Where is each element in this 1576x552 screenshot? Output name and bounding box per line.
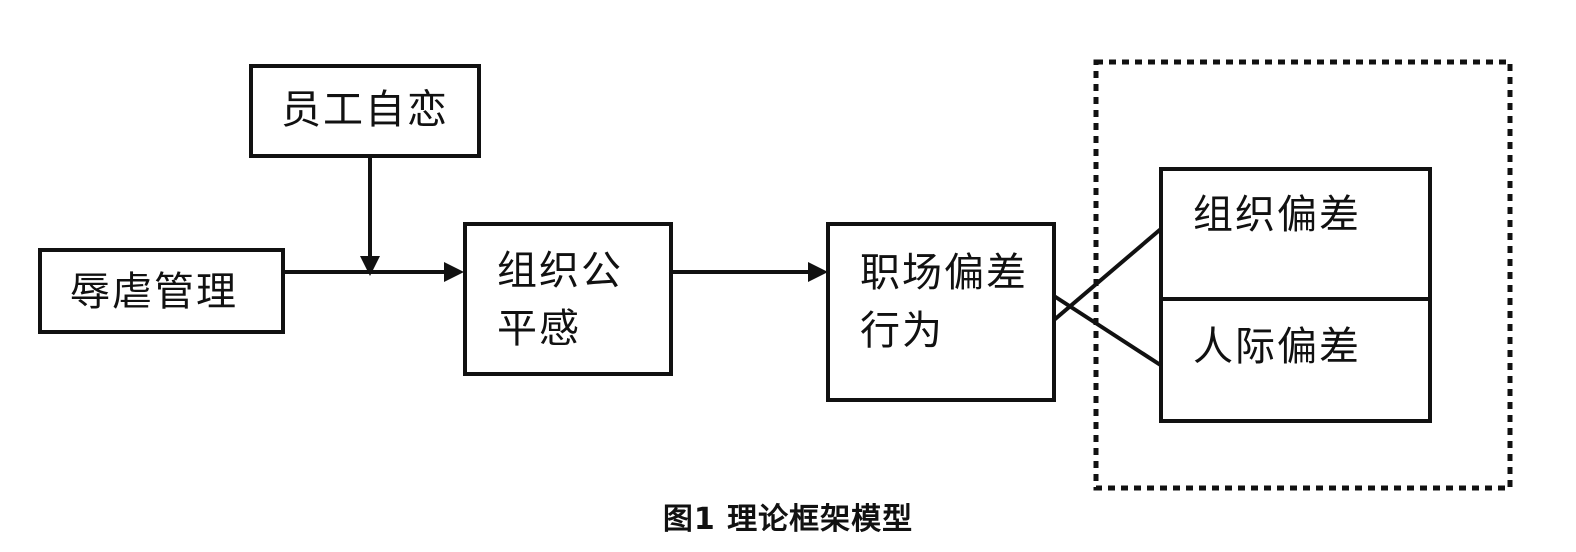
node-abusive-supervision: 辱虐管理 [38, 248, 285, 334]
node-interpersonal-deviance: 人际偏差 [1159, 297, 1432, 423]
outcome-group-dotted-border [1093, 59, 1513, 491]
node-employee-narcissism: 员工自恋 [249, 64, 481, 158]
node-interpersonal-deviance-label: 人际偏差 [1193, 324, 1361, 370]
node-workplace-deviance-line1: 职场偏差 [860, 250, 1028, 296]
node-organizational-fairness-line1: 组织公 [497, 248, 623, 294]
node-abusive-supervision-label: 辱虐管理 [70, 269, 238, 315]
node-workplace-deviance-label: 职场偏差 行为 [860, 244, 1028, 360]
node-organizational-deviance: 组织偏差 [1159, 167, 1432, 301]
node-workplace-deviance-line2: 行为 [860, 308, 944, 354]
node-employee-narcissism-label: 员工自恋 [281, 87, 449, 133]
node-organizational-fairness: 组织公 平感 [463, 222, 673, 376]
node-workplace-deviance: 职场偏差 行为 [826, 222, 1056, 402]
arrow-fairness-to-deviance-head [808, 262, 828, 282]
link-deviance-to-interpersonal-deviance [1052, 294, 1164, 368]
moderator-arrowhead [360, 256, 380, 276]
node-organizational-deviance-label: 组织偏差 [1193, 192, 1361, 238]
figure-caption: 图1 理论框架模型 [662, 502, 914, 537]
link-deviance-to-org-deviance [1052, 226, 1164, 322]
node-organizational-fairness-label: 组织公 平感 [497, 242, 623, 358]
node-organizational-fairness-line2: 平感 [497, 306, 581, 352]
arrow-abuse-to-fairness-head [444, 262, 464, 282]
